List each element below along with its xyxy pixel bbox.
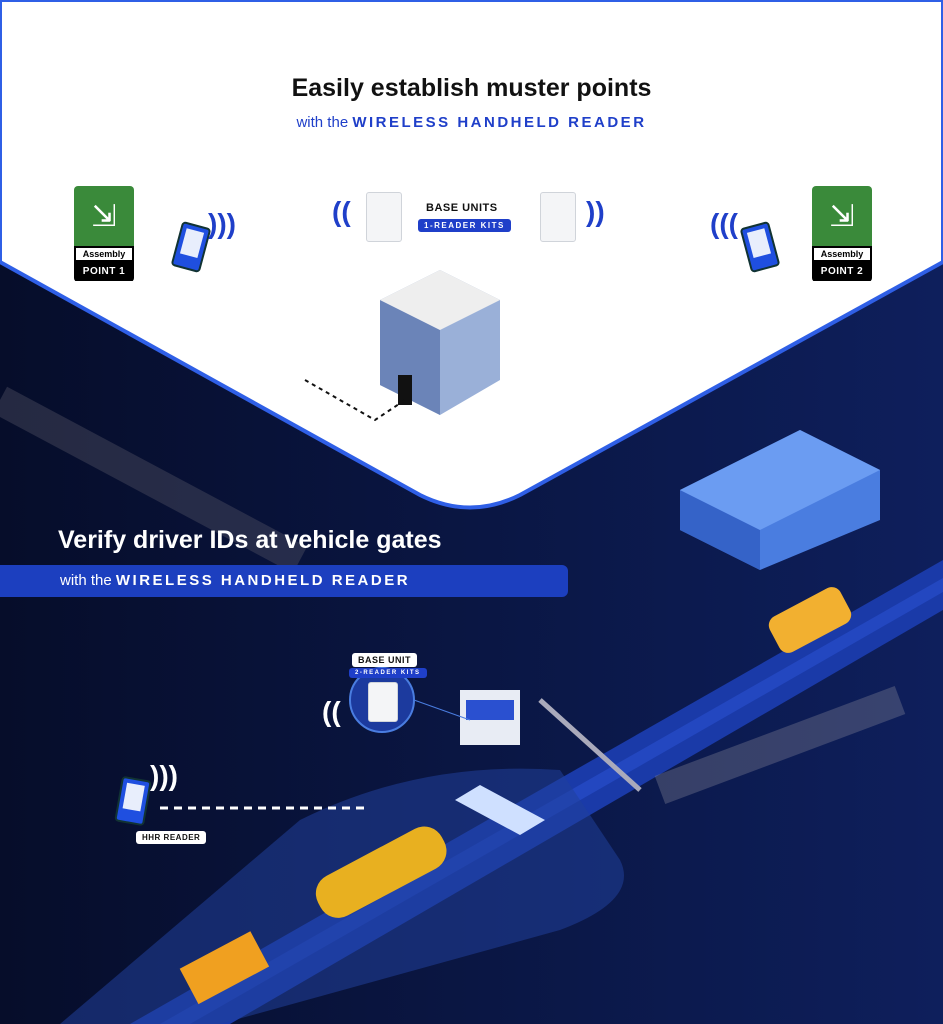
mixer-truck bbox=[768, 587, 852, 653]
warehouse bbox=[680, 430, 880, 570]
tanker-truck bbox=[315, 826, 447, 918]
assembly-icon: ⇲ bbox=[74, 186, 134, 246]
base-units-kit-badge: 1-READER KITS bbox=[418, 219, 511, 232]
wireless-signal-icon: ((( bbox=[710, 208, 738, 239]
assembly-point-1-sign: ⇲ Assembly POINT 1 bbox=[74, 186, 134, 282]
wireless-signal-icon: ))) bbox=[208, 208, 236, 239]
base-units-label: BASE UNITS bbox=[426, 202, 498, 214]
wireless-signal-icon: ))) bbox=[150, 760, 178, 791]
base-unit-device bbox=[540, 192, 576, 242]
base-unit-device bbox=[366, 192, 402, 242]
dump-truck bbox=[179, 931, 270, 1005]
wireless-signal-icon: (( bbox=[332, 196, 351, 227]
section1-title: Easily establish muster points bbox=[291, 74, 652, 102]
guard-booth bbox=[460, 690, 520, 745]
fence-left bbox=[0, 386, 308, 574]
white-section bbox=[0, 0, 943, 510]
fence-right bbox=[654, 685, 906, 805]
assembly-icon: ⇲ bbox=[812, 186, 872, 246]
section2-subtitle: with the WIRELESS HANDHELD READER bbox=[60, 572, 411, 589]
base-unit-device bbox=[368, 682, 398, 722]
crosswalk bbox=[455, 785, 545, 835]
wireless-signal-icon: )) bbox=[586, 196, 605, 227]
subtitle-band bbox=[0, 565, 568, 597]
section2-title: Verify driver IDs at vehicle gates bbox=[58, 526, 442, 554]
office-building bbox=[380, 270, 500, 415]
base-unit-kit-badge: 2-READER KITS bbox=[349, 668, 427, 678]
hhr-reader-label: HHR READER bbox=[136, 831, 207, 844]
base-unit-label: BASE UNIT bbox=[352, 653, 418, 667]
wireless-signal-icon: (( bbox=[322, 696, 341, 727]
assembly-point-2-sign: ⇲ Assembly POINT 2 bbox=[812, 186, 872, 282]
gate bbox=[538, 698, 642, 792]
section1-subtitle: with the WIRELESS HANDHELD READER bbox=[296, 114, 647, 131]
